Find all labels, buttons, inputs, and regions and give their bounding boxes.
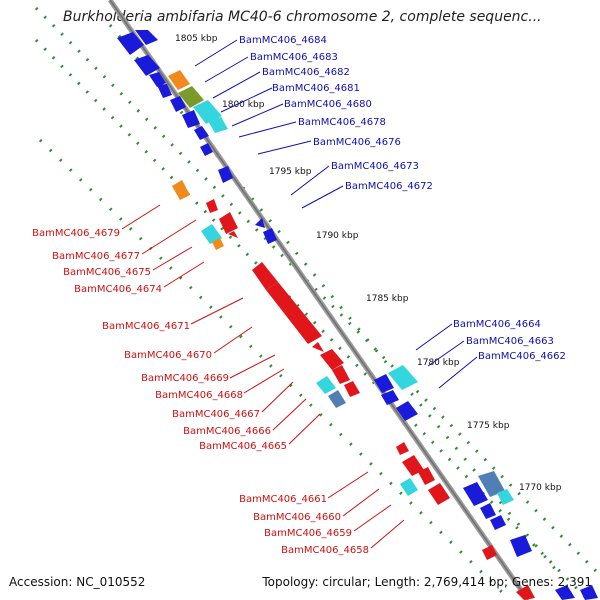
gene-4666[interactable] — [328, 390, 346, 408]
gene-4677-b[interactable] — [219, 212, 238, 234]
gene-label[interactable]: BamMC406_4675 — [63, 267, 151, 278]
gene-4658[interactable] — [482, 545, 497, 560]
gene-label[interactable]: BamMC406_4668 — [155, 390, 243, 401]
gene-label[interactable]: BamMC406_4679 — [32, 228, 120, 239]
gene-4679-b[interactable] — [206, 199, 218, 213]
kbp-tick: 1785 kbp — [366, 294, 409, 304]
gene-4669[interactable] — [320, 349, 344, 370]
kbp-ticks: 1805 kbp 1800 kbp 1795 kbp 1790 kbp 1785… — [175, 34, 562, 493]
gene-label[interactable]: BamMC406_4658 — [281, 545, 369, 556]
gene-label[interactable]: BamMC406_4666 — [183, 426, 271, 437]
gene-4672-b[interactable] — [263, 228, 277, 244]
gene-4654[interactable] — [497, 489, 514, 505]
gene-4661[interactable] — [402, 455, 424, 476]
gene-4678-b[interactable] — [182, 110, 200, 128]
reverse-gene-labels: BamMC406_4679 BamMC406_4677 BamMC406_467… — [32, 228, 369, 556]
reverse-genes — [172, 180, 535, 600]
gene-4655[interactable] — [463, 482, 488, 506]
gene-4675[interactable] — [212, 238, 224, 250]
gene-4652[interactable] — [490, 515, 506, 530]
gene-label[interactable]: BamMC406_4659 — [264, 528, 352, 539]
gene-4671[interactable] — [266, 282, 322, 344]
kbp-tick: 1790 kbp — [316, 231, 359, 241]
gene-4678[interactable] — [208, 117, 228, 133]
gene-4674[interactable] — [228, 231, 238, 238]
accession-text: Accession: NC_010552 — [9, 575, 146, 589]
gene-label[interactable]: BamMC406_4683 — [250, 52, 338, 63]
forward-genes — [117, 30, 598, 600]
map-title: Burkholderia ambifaria MC40-6 chromosome… — [63, 9, 542, 25]
topology-text: Topology: circular; Length: 2,769,414 bp… — [262, 575, 592, 589]
gene-label[interactable]: BamMC406_4678 — [298, 117, 386, 128]
gene-label[interactable]: BamMC406_4672 — [345, 181, 433, 192]
outer-dotted-line — [34, 38, 591, 600]
gene-4664[interactable] — [374, 374, 394, 393]
kbp-tick: 1780 kbp — [417, 358, 460, 368]
gene-4659-b[interactable] — [428, 483, 450, 505]
gene-4649[interactable] — [580, 585, 598, 600]
kbp-tick: 1775 kbp — [467, 421, 510, 431]
gene-label[interactable]: BamMC406_4681 — [272, 83, 360, 94]
gene-4650[interactable] — [555, 585, 575, 600]
gene-4680[interactable] — [193, 100, 222, 124]
gene-label[interactable]: BamMC406_4676 — [313, 137, 401, 148]
gene-label[interactable]: BamMC406_4663 — [466, 336, 554, 347]
gene-4657[interactable] — [516, 585, 535, 600]
gene-4680-b[interactable] — [170, 96, 186, 112]
gene-label[interactable]: BamMC406_4660 — [253, 512, 341, 523]
gene-label[interactable]: BamMC406_4677 — [52, 251, 140, 262]
gene-4676-b[interactable] — [200, 143, 213, 156]
gene-4679[interactable] — [172, 180, 190, 200]
gene-label[interactable]: BamMC406_4665 — [199, 441, 287, 452]
gene-label[interactable]: BamMC406_4674 — [74, 284, 162, 295]
gene-4653[interactable] — [480, 503, 496, 519]
gene-label[interactable]: BamMC406_4680 — [284, 99, 372, 110]
gene-4672[interactable] — [255, 218, 265, 228]
gene-4682-b[interactable] — [149, 72, 166, 87]
gene-4662[interactable] — [396, 401, 418, 421]
gene-4681[interactable] — [178, 86, 204, 108]
gene-4660[interactable] — [418, 467, 435, 485]
gene-label[interactable]: BamMC406_4682 — [262, 67, 350, 78]
kbp-tick: 1800 kbp — [222, 100, 265, 110]
gene-4670[interactable] — [312, 342, 324, 352]
reverse-leaders — [121, 204, 405, 549]
gene-4671-a[interactable] — [252, 262, 278, 290]
gene-4661-a[interactable] — [396, 442, 409, 455]
gene-4676[interactable] — [194, 126, 209, 140]
gene-4682[interactable] — [168, 70, 190, 90]
gene-4681-b[interactable] — [157, 84, 172, 98]
gene-label[interactable]: BamMC406_4667 — [172, 409, 260, 420]
gene-4684[interactable] — [117, 32, 144, 55]
gene-4667-b[interactable] — [316, 376, 336, 394]
gene-label[interactable]: BamMC406_4661 — [239, 494, 327, 505]
gene-4659[interactable] — [400, 478, 418, 496]
gene-4667[interactable] — [344, 381, 360, 397]
gene-label[interactable]: BamMC406_4673 — [331, 161, 419, 172]
gene-4651[interactable] — [510, 535, 532, 557]
gene-label[interactable]: BamMC406_4670 — [124, 350, 212, 361]
kbp-tick: 1770 kbp — [519, 483, 562, 493]
gene-4656[interactable] — [478, 471, 505, 497]
kbp-tick: 1795 kbp — [269, 167, 312, 177]
gene-label[interactable]: BamMC406_4669 — [141, 373, 229, 384]
kbp-tick: 1805 kbp — [175, 34, 218, 44]
gene-label[interactable]: BamMC406_4662 — [478, 351, 566, 362]
gene-4685[interactable] — [135, 30, 158, 45]
gene-label[interactable]: BamMC406_4664 — [453, 319, 541, 330]
gene-4677[interactable] — [201, 224, 222, 244]
gene-4663-b[interactable] — [381, 390, 399, 405]
forward-gene-labels: BamMC406_4684 BamMC406_4683 BamMC406_468… — [239, 35, 566, 362]
gene-label[interactable]: BamMC406_4684 — [239, 35, 327, 46]
forward-leaders — [194, 39, 478, 389]
gene-4673[interactable] — [218, 166, 233, 183]
gene-4683[interactable] — [134, 55, 160, 76]
gene-4668[interactable] — [332, 365, 350, 384]
gene-4663[interactable] — [388, 365, 418, 390]
outer-dotted-line — [34, 6, 600, 577]
gene-label[interactable]: BamMC406_4671 — [102, 321, 190, 332]
